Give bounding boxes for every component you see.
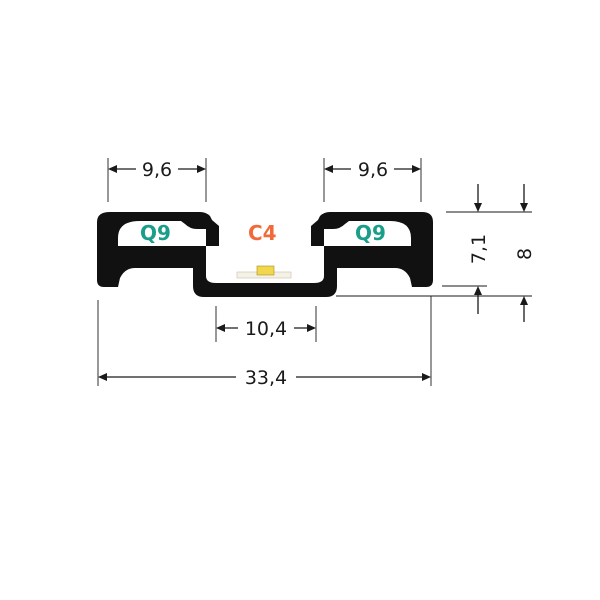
dimension-channel-value: 10,4 <box>245 318 287 340</box>
dimension-left-slot: 9,6 <box>107 158 207 202</box>
dimension-total-height-value: 8 <box>514 248 536 260</box>
dimension-total-width: 33,4 <box>97 296 432 389</box>
dimension-left-slot-value: 9,6 <box>142 159 172 181</box>
right-slot-label: Q9 <box>355 221 386 245</box>
led-chip <box>256 265 275 276</box>
dimension-total-height: 8 <box>514 184 536 322</box>
dimension-total-width-value: 33,4 <box>245 367 287 389</box>
dimension-channel: 10,4 <box>215 306 317 342</box>
dimension-right-slot-value: 9,6 <box>358 159 388 181</box>
dimension-right-slot: 9,6 <box>323 158 422 202</box>
dimension-inner-height-value: 7,1 <box>468 234 490 264</box>
profile-cross-section <box>97 212 433 297</box>
left-slot-label: Q9 <box>140 221 171 245</box>
dimension-inner-height: 7,1 <box>468 184 490 314</box>
center-label: C4 <box>248 221 277 245</box>
